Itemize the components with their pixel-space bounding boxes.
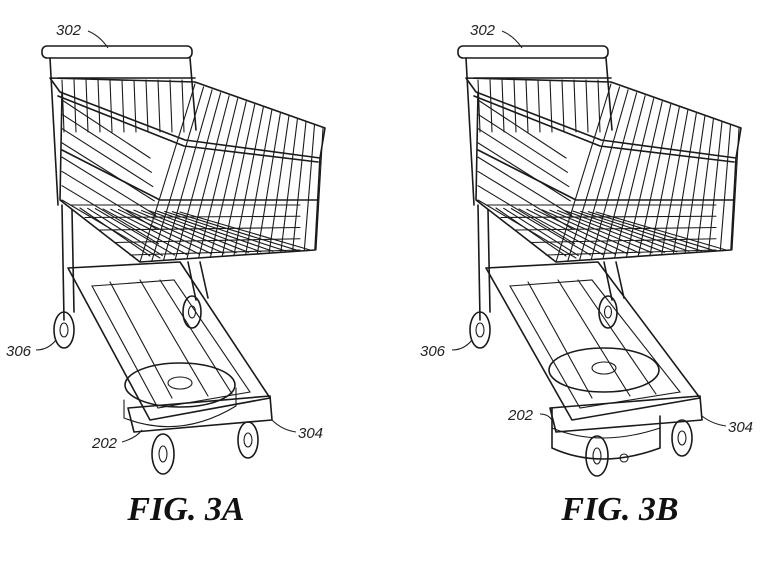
wheel-rear-left-3b <box>469 311 491 349</box>
leader-304-3a <box>271 419 297 433</box>
ref-306-3b: 306 <box>420 343 446 360</box>
basket-back-3b <box>465 57 613 206</box>
basket-bottom-3a <box>59 91 321 263</box>
basket-floor-3b <box>485 204 727 257</box>
ref-304-3a: 304 <box>298 425 323 442</box>
leader-304-3b <box>701 415 727 427</box>
cart-drawing-3a <box>41 45 326 475</box>
device-disc-3b <box>548 347 660 393</box>
handle-bar-3a <box>41 45 193 59</box>
leader-302-3a <box>87 30 109 49</box>
figure-3a: 302 306 202 304 FIG. 3A <box>6 22 326 528</box>
device-housing-3b <box>551 407 661 460</box>
leader-302-3b <box>501 30 523 49</box>
leader-306-3b <box>451 339 473 351</box>
ref-304-3b: 304 <box>728 419 753 436</box>
leader-202-3a <box>121 429 143 443</box>
figure-caption-3a: FIG. 3A <box>126 491 244 528</box>
basket-bottom-3b <box>475 91 737 263</box>
basket-back-3a <box>49 57 197 206</box>
ref-202-3b: 202 <box>507 407 534 424</box>
basket-back-wires-3b <box>477 79 601 133</box>
leader-202-3b <box>539 413 553 421</box>
base-plate-3b <box>549 395 703 433</box>
basket-back-wires-3a <box>61 79 185 133</box>
device-disc-3a <box>124 362 236 408</box>
figure-3b: 302 306 202 304 FIG. 3B <box>420 22 753 528</box>
cart-drawing-3b <box>457 45 742 477</box>
ref-302-3a: 302 <box>56 22 82 39</box>
frame-legs-3a <box>61 204 209 321</box>
wheel-rear-left-3a <box>53 311 75 349</box>
wheel-front-right-3b <box>671 419 693 457</box>
basket-side-wires-3a <box>61 83 324 263</box>
wheel-front-right-3a <box>237 421 259 459</box>
wheel-front-left-3b <box>585 435 609 477</box>
ref-202-3a: 202 <box>91 435 118 452</box>
handle-bar-3b <box>457 45 609 59</box>
figure-caption-3b: FIG. 3B <box>560 491 678 528</box>
basket-floor-3a <box>69 204 311 257</box>
ref-302-3b: 302 <box>470 22 496 39</box>
ref-306-3a: 306 <box>6 343 32 360</box>
wheel-rear-right-3b <box>598 295 618 329</box>
basket-side-wires-3b <box>477 83 740 263</box>
frame-legs-3b <box>477 204 625 321</box>
wheel-front-left-3a <box>151 433 175 475</box>
leader-306-3a <box>35 339 57 351</box>
wheel-rear-right-3a <box>182 295 202 329</box>
